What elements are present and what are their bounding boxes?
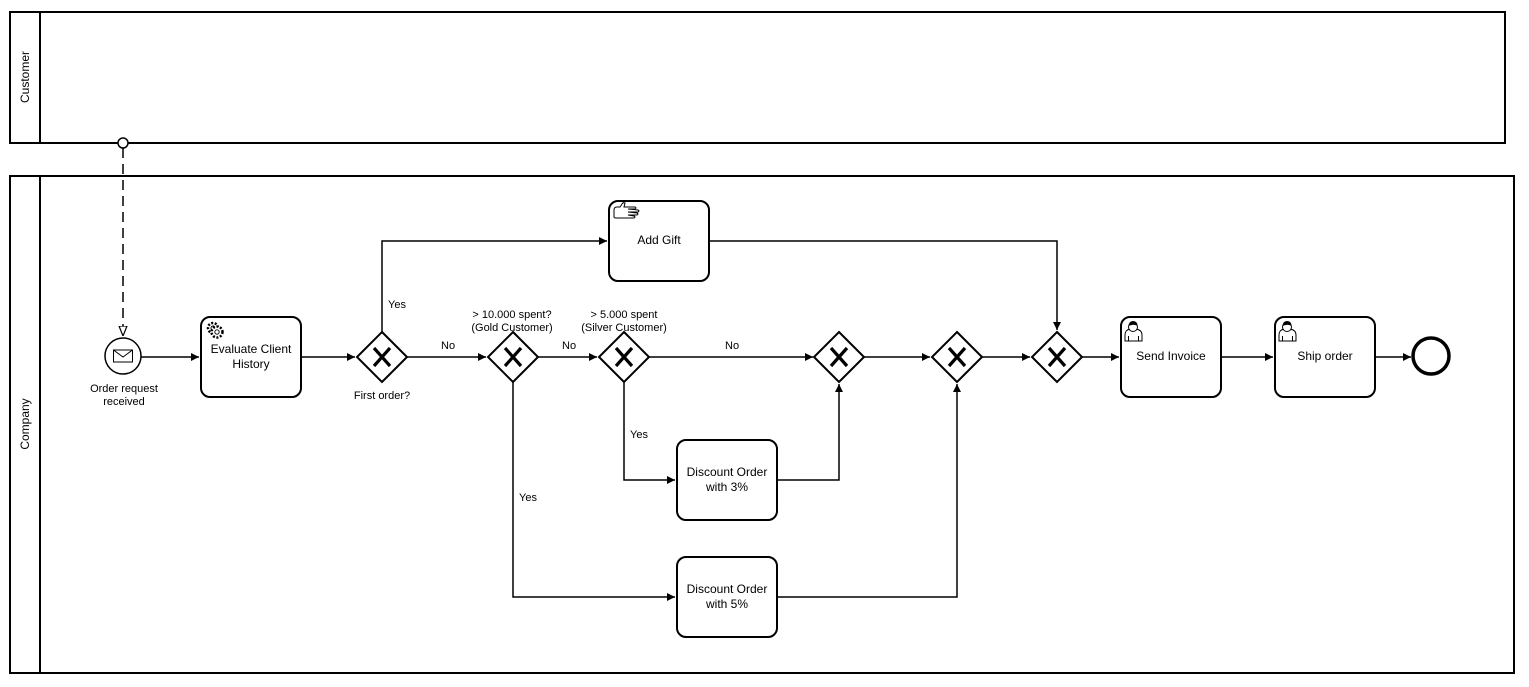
gateway-merge-silver[interactable] (812, 330, 866, 384)
task-evaluate-label-line2: History (232, 357, 269, 371)
end-event[interactable] (1411, 336, 1451, 376)
user-icon (1124, 321, 1143, 342)
start-event-label-line2: received (103, 396, 145, 408)
user-icon (1278, 321, 1297, 342)
gateway-merge-gold[interactable] (930, 330, 984, 384)
exclusive-gateway-x-icon (1047, 346, 1067, 368)
exclusive-gateway-x-icon (503, 346, 523, 368)
flow-label-no-first: No (441, 340, 455, 352)
flow-label-yes-silver: Yes (630, 429, 648, 441)
company-pool-label: Company (18, 398, 32, 449)
envelope-icon (113, 349, 133, 363)
hand-icon (613, 202, 640, 219)
gateway-gold-label-line1: > 10.000 spent? (472, 309, 551, 321)
task-discount-3-label-line2: with 3% (705, 480, 748, 494)
task-discount-5[interactable]: Discount Order with 5% (676, 556, 778, 638)
task-add-gift[interactable]: Add Gift (608, 200, 710, 282)
flow-label-no-silver: No (725, 340, 739, 352)
task-evaluate-client-history[interactable]: Evaluate Client History (200, 316, 302, 398)
task-send-invoice[interactable]: Send Invoice (1120, 316, 1222, 398)
task-discount-5-label-line1: Discount Order (687, 582, 768, 596)
exclusive-gateway-x-icon (829, 346, 849, 368)
gateway-silver-label-line2: (Silver Customer) (581, 322, 667, 334)
task-discount-3-label-line1: Discount Order (687, 465, 768, 479)
flow-discount3-to-merge[interactable] (777, 384, 843, 481)
gateway-first-order-label: First order? (354, 390, 410, 402)
gateway-silver-label-line1: > 5.000 spent (591, 309, 658, 321)
exclusive-gateway-x-icon (947, 346, 967, 368)
start-event-order-received[interactable]: Order request received (90, 337, 158, 408)
flow-first-order-yes[interactable] (381, 237, 607, 332)
gateway-first-order[interactable]: First order? (354, 330, 410, 402)
gateway-gold-customer[interactable]: > 10.000 spent? (Gold Customer) (471, 309, 553, 384)
message-flow-source (117, 137, 129, 149)
task-discount-5-label-line2: with 5% (705, 597, 748, 611)
gear-icon (206, 321, 224, 339)
start-event-label-line1: Order request (90, 383, 158, 395)
task-discount-3[interactable]: Discount Order with 3% (676, 439, 778, 521)
flow-gift-to-merge3[interactable] (709, 240, 1061, 330)
gateway-gold-label-line2: (Gold Customer) (471, 322, 552, 334)
gateway-merge-gift[interactable] (1030, 330, 1084, 384)
task-ship-order-label: Ship order (1297, 349, 1352, 363)
task-add-gift-label: Add Gift (637, 233, 681, 247)
flow-discount5-to-merge[interactable] (777, 384, 961, 598)
flow-label-yes-gold: Yes (519, 492, 537, 504)
customer-pool[interactable]: Customer (9, 11, 1506, 144)
flow-label-no-gold: No (562, 340, 576, 352)
flow-silver-yes[interactable] (623, 382, 675, 484)
message-flow[interactable] (117, 137, 129, 336)
task-ship-order[interactable]: Ship order (1274, 316, 1376, 398)
customer-pool-label: Customer (18, 51, 32, 103)
sequence-flows (141, 237, 1411, 601)
flow-gold-yes[interactable] (512, 382, 675, 601)
exclusive-gateway-x-icon (372, 346, 392, 368)
company-pool[interactable]: Company (9, 175, 1515, 674)
task-evaluate-label-line1: Evaluate Client (211, 342, 292, 356)
flow-label-yes-gift: Yes (388, 299, 406, 311)
exclusive-gateway-x-icon (614, 346, 634, 368)
flow-labels: Yes No No No Yes Yes (388, 299, 739, 504)
task-send-invoice-label: Send Invoice (1136, 349, 1206, 363)
gateway-silver-customer[interactable]: > 5.000 spent (Silver Customer) (581, 309, 667, 384)
